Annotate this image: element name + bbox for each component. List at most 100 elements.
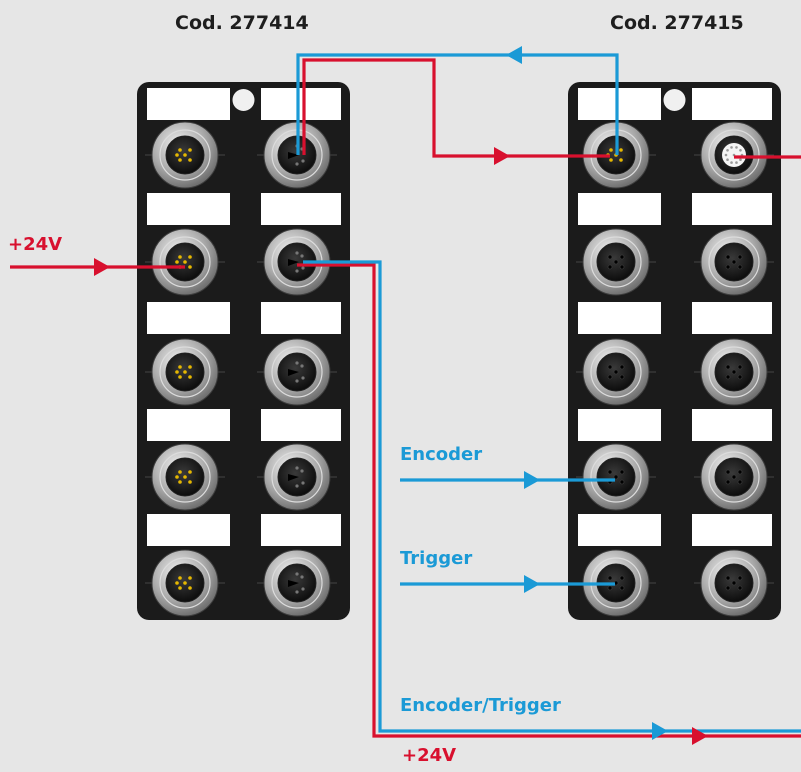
module-right-code: Cod. 277415 xyxy=(610,12,744,34)
connector-ridge xyxy=(159,346,211,398)
pin xyxy=(188,375,192,379)
socket xyxy=(619,254,625,260)
pin xyxy=(178,365,182,369)
power-in-label: +24V xyxy=(8,234,63,255)
socket xyxy=(295,590,299,594)
connector-ridge xyxy=(590,451,642,503)
pin xyxy=(188,265,192,269)
socket xyxy=(607,264,613,270)
power-out-wire xyxy=(297,263,801,738)
label-slot xyxy=(147,302,230,334)
socket xyxy=(619,374,625,380)
socket xyxy=(737,254,743,260)
connector-ridge xyxy=(271,346,323,398)
pin xyxy=(188,158,192,162)
pin xyxy=(183,370,187,374)
socket xyxy=(619,364,625,370)
connector-female-dark xyxy=(263,338,331,406)
pin xyxy=(175,260,179,264)
socket xyxy=(607,254,613,260)
socket xyxy=(300,575,304,579)
label-slot xyxy=(692,409,772,441)
socket xyxy=(725,264,731,270)
pin xyxy=(183,581,187,585)
connector-female-dark xyxy=(263,443,331,511)
pin xyxy=(178,480,182,484)
keyway xyxy=(288,474,299,481)
trigger-label: Trigger xyxy=(400,548,473,569)
pin xyxy=(188,148,192,152)
power-out-label: +24V xyxy=(402,745,457,766)
pin xyxy=(726,158,729,162)
pin xyxy=(730,146,733,149)
socket xyxy=(295,269,299,273)
socket xyxy=(731,369,737,375)
pin xyxy=(175,581,179,585)
connector-ridge xyxy=(708,557,760,609)
label-slot xyxy=(692,514,772,546)
power-out-arrow xyxy=(692,727,708,745)
socket xyxy=(725,469,731,475)
connector-male xyxy=(151,549,219,617)
connector-ridge xyxy=(590,236,642,288)
connector-female xyxy=(700,443,768,511)
socket xyxy=(295,466,299,470)
label-slot xyxy=(261,409,341,441)
pin xyxy=(619,148,623,152)
pin xyxy=(735,161,738,164)
socket xyxy=(607,585,613,591)
pin xyxy=(188,586,192,590)
socket xyxy=(737,575,743,581)
socket xyxy=(737,374,743,380)
pin xyxy=(739,148,742,152)
signal-link-wire xyxy=(296,53,619,155)
encoder-trigger-out-arrow xyxy=(652,722,668,740)
connector-ridge xyxy=(271,557,323,609)
connector-female xyxy=(582,338,650,406)
power-in-arrow xyxy=(94,258,110,276)
connector-ridge xyxy=(708,236,760,288)
socket xyxy=(725,575,731,581)
power-link-wire xyxy=(302,58,610,158)
socket xyxy=(737,364,743,370)
trigger-arrow xyxy=(524,575,540,593)
socket xyxy=(731,259,737,265)
socket xyxy=(295,162,299,166)
mounting-hole xyxy=(663,89,686,111)
pin xyxy=(175,153,179,157)
label-slot xyxy=(147,88,230,120)
pin xyxy=(178,148,182,152)
encoder-arrow xyxy=(524,471,540,489)
pin xyxy=(175,475,179,479)
socket xyxy=(607,575,613,581)
connector-ridge xyxy=(590,346,642,398)
pin xyxy=(178,586,182,590)
pin xyxy=(188,255,192,259)
socket xyxy=(619,469,625,475)
connector-female xyxy=(582,549,650,617)
socket xyxy=(301,587,305,591)
socket xyxy=(619,575,625,581)
label-slot xyxy=(692,302,772,334)
socket xyxy=(619,479,625,485)
connector-ridge xyxy=(708,451,760,503)
connector-ridge xyxy=(159,236,211,288)
pin xyxy=(724,153,728,157)
power-link-arrow xyxy=(494,147,510,165)
pin xyxy=(178,375,182,379)
socket xyxy=(737,469,743,475)
label-slot xyxy=(578,302,661,334)
pin xyxy=(183,475,187,479)
socket xyxy=(737,264,743,270)
pin xyxy=(178,470,182,474)
socket xyxy=(737,479,743,485)
label-slot xyxy=(692,193,772,225)
label-slot xyxy=(147,514,230,546)
encoder-trigger-out-wire xyxy=(303,260,801,733)
pin xyxy=(726,148,729,152)
socket xyxy=(295,361,299,365)
socket xyxy=(295,484,299,488)
socket xyxy=(613,474,619,480)
encoder-label: Encoder xyxy=(400,444,483,465)
socket xyxy=(607,469,613,475)
